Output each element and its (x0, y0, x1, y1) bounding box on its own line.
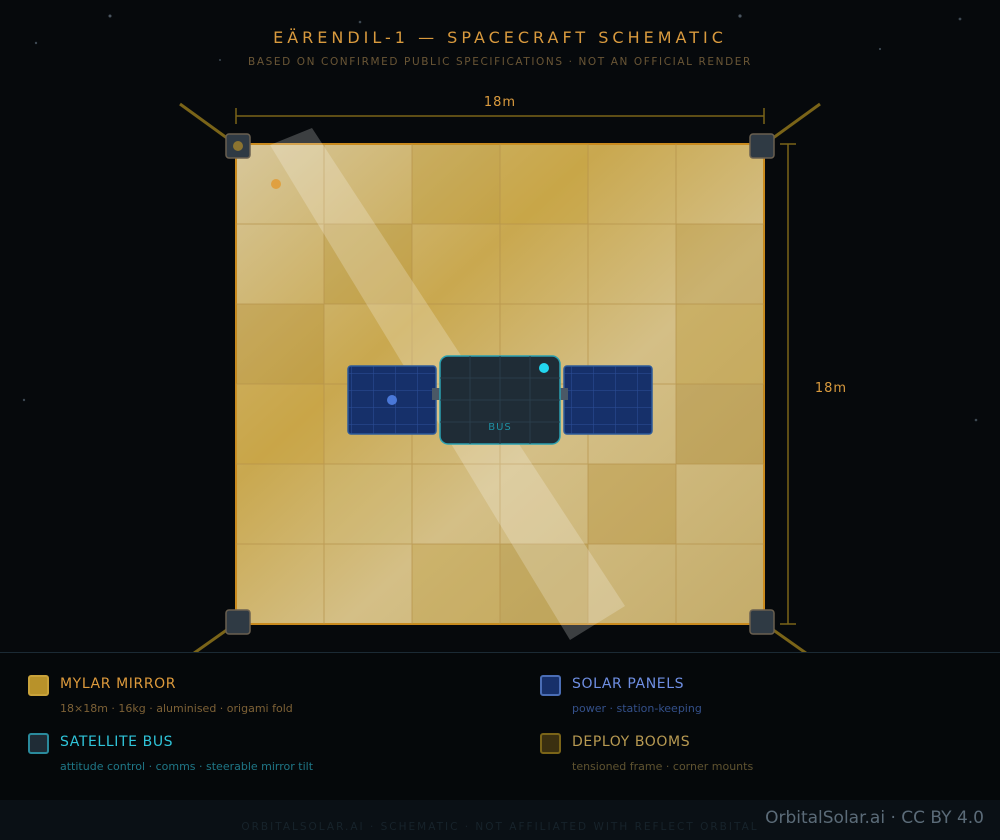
corner-mounts (225, 133, 775, 635)
solar-panel-left (347, 365, 437, 435)
mount-bottom-left (225, 609, 251, 635)
legend-description: 18×18m · 16kg · aluminised · origami fol… (60, 702, 293, 715)
deploy-booms-swatch (540, 733, 561, 754)
satellite-bus: BUS (439, 355, 561, 445)
legend-description: tensioned frame · corner mounts (572, 760, 754, 773)
height-dimension (780, 143, 796, 625)
height-label: 18m (815, 381, 847, 396)
solar-panels-swatch (540, 675, 561, 696)
solar-panel-right (563, 365, 653, 435)
footer-bar (0, 800, 1000, 840)
page-title: EÄRENDIL-1 — SPACECRAFT SCHEMATIC (273, 28, 727, 47)
width-label: 18m (484, 95, 516, 110)
legend-description: power · station-keeping (572, 702, 702, 715)
credit-label: OrbitalSolar.ai · CC BY 4.0 (765, 808, 984, 828)
mylar-mirror-swatch (28, 675, 49, 696)
satellite-bus-swatch (28, 733, 49, 754)
bus-comms-indicator (539, 363, 549, 373)
mount-top-right (749, 133, 775, 159)
mount-bottom-right (749, 609, 775, 635)
legend-label: DEPLOY BOOMS (572, 734, 691, 750)
spacecraft-schematic: 18m 18m BUS (179, 95, 847, 660)
mirror-marker-dot (271, 179, 281, 189)
page-subtitle: BASED ON CONFIRMED PUBLIC SPECIFICATIONS… (248, 56, 752, 68)
panel-hinge-left (432, 388, 442, 400)
mirror-tiles (236, 144, 764, 624)
legend-description: attitude control · comms · steerable mir… (60, 760, 314, 773)
footer-note: ORBITALSOLAR.AI · SCHEMATIC · NOT AFFILI… (241, 821, 759, 833)
legend-label: SOLAR PANELS (572, 676, 685, 692)
panel-marker-dot (387, 395, 397, 405)
legend: MYLAR MIRROR 18×18m · 16kg · aluminised … (0, 652, 1000, 801)
panel-hinge-right (558, 388, 568, 400)
legend-label: MYLAR MIRROR (60, 676, 177, 692)
width-dimension (235, 108, 765, 124)
legend-label: SATELLITE BUS (60, 734, 174, 750)
bus-label: BUS (488, 422, 512, 433)
